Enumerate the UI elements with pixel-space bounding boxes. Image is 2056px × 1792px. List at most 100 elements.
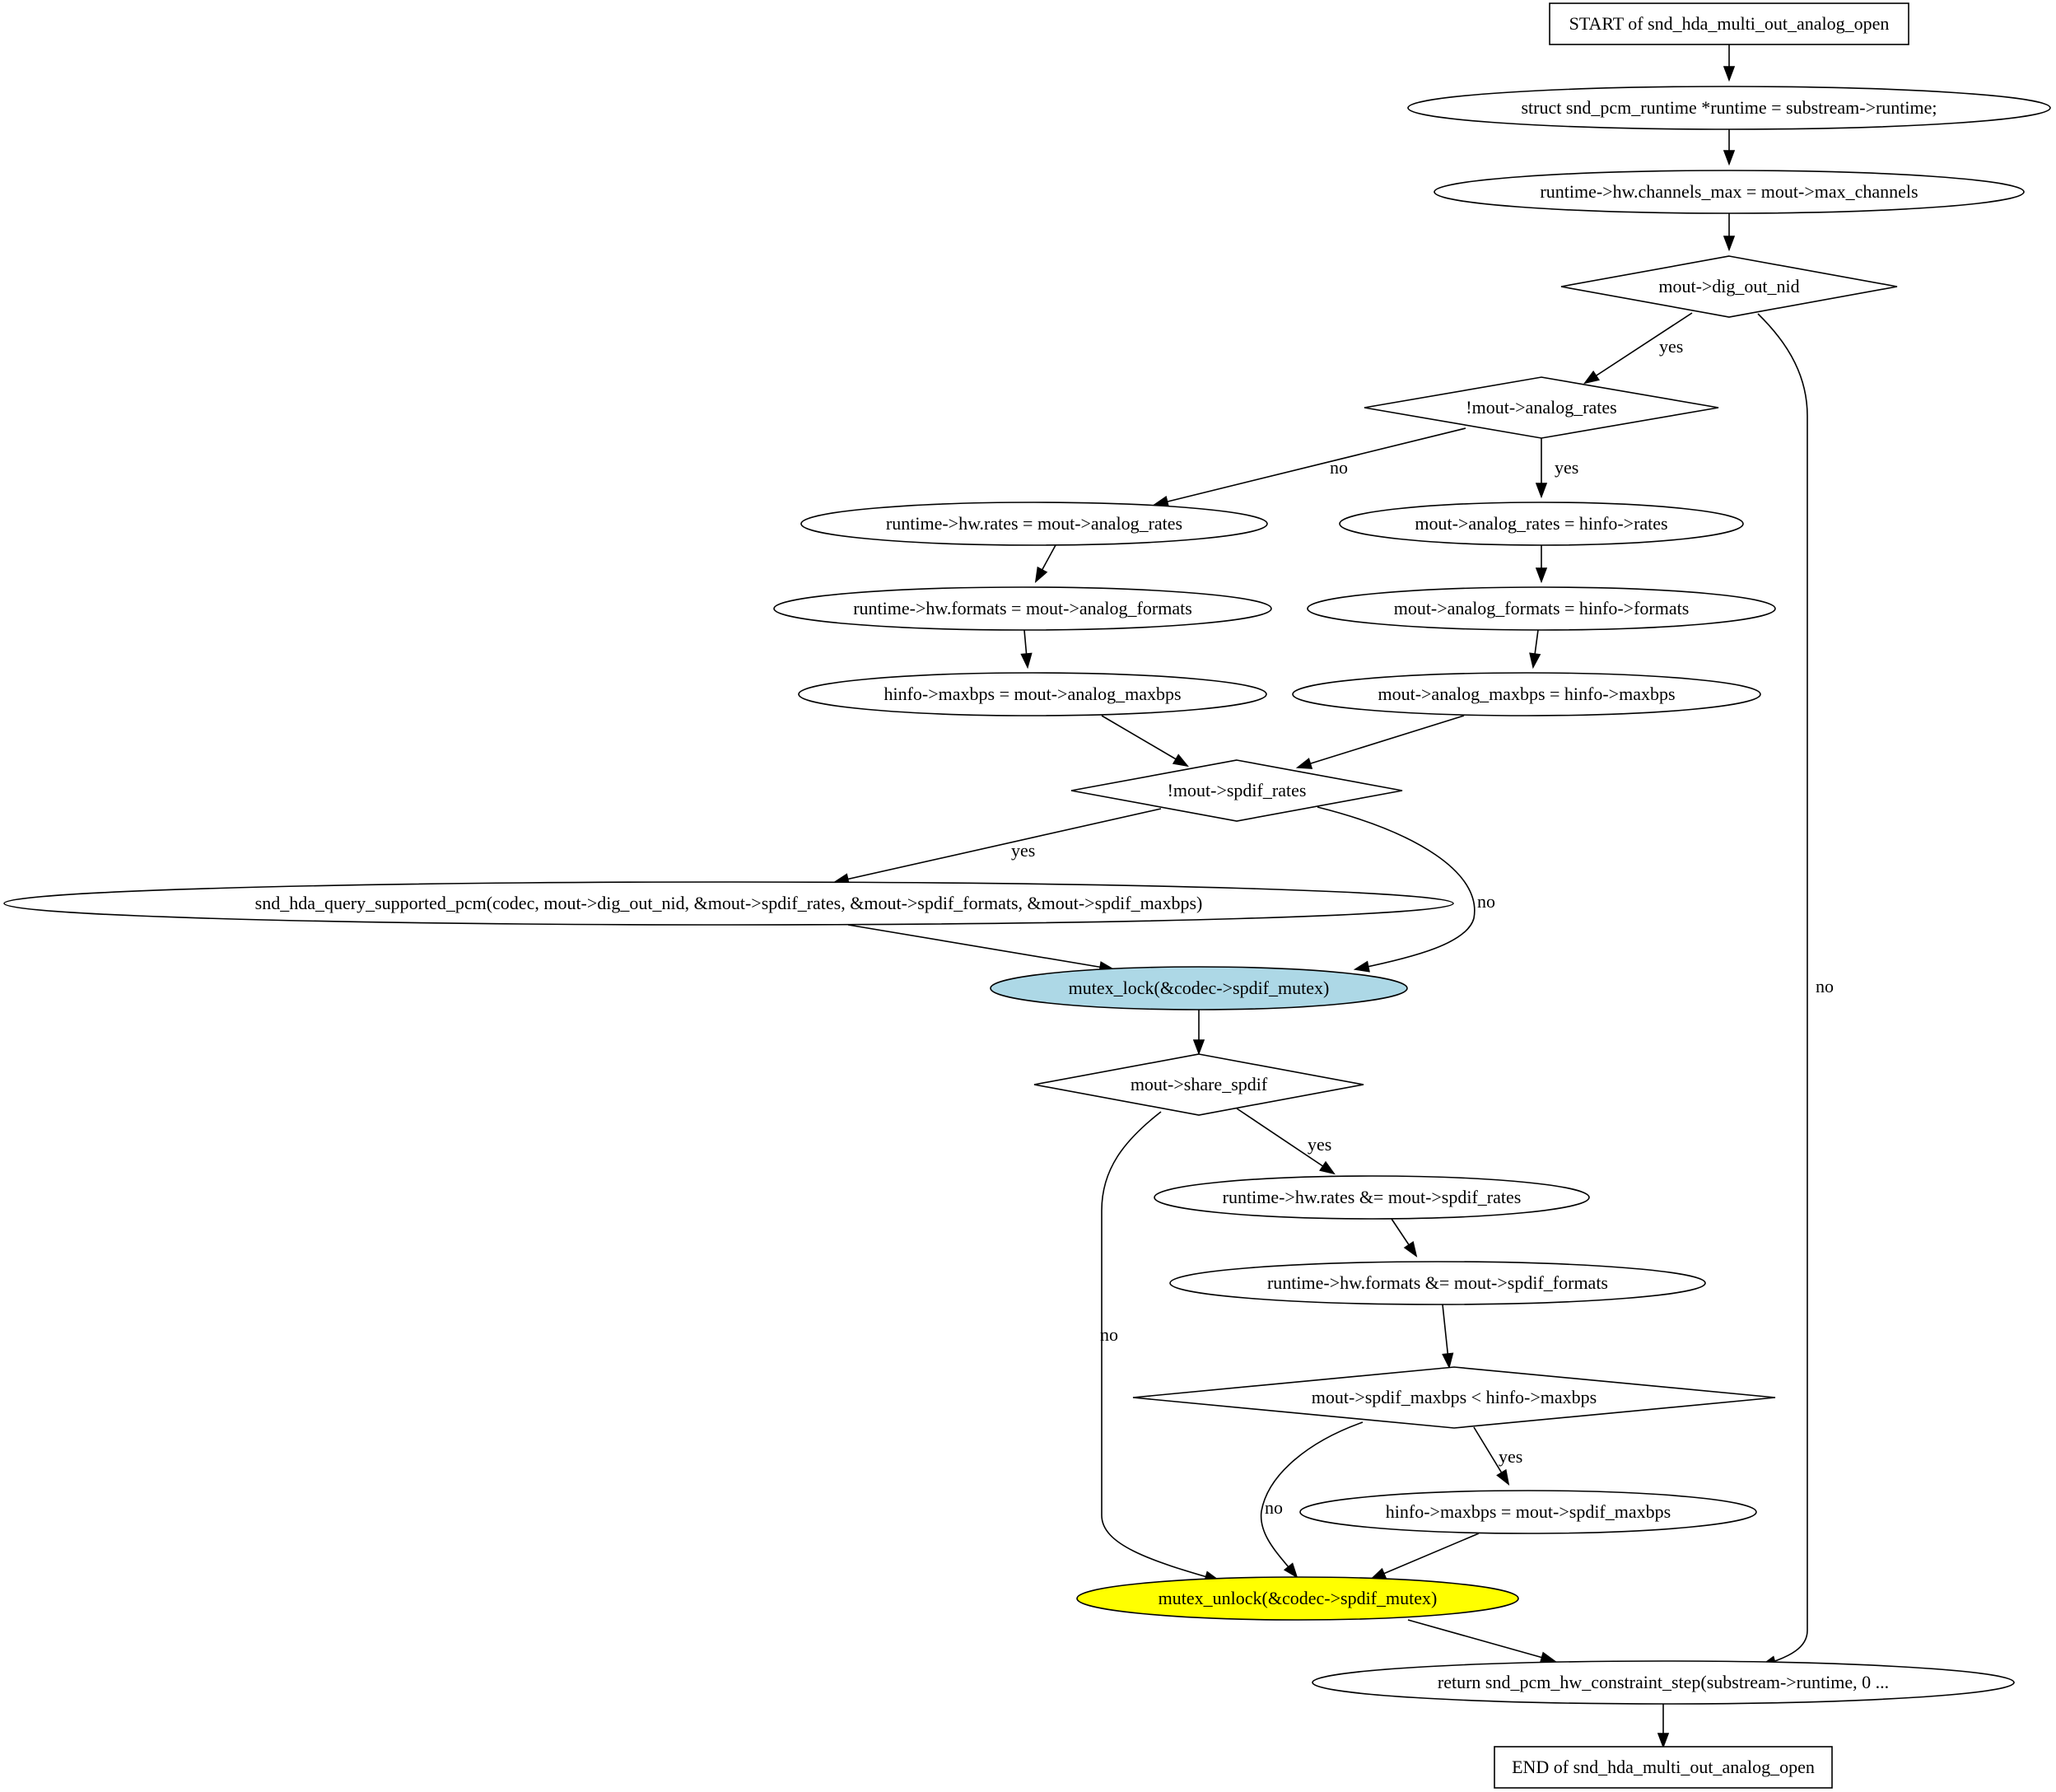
node-label: START of snd_hda_multi_out_analog_open <box>1569 13 1890 34</box>
edge-setmax-to-spdifrates <box>1295 715 1465 769</box>
ellipse-shape <box>990 966 1408 1010</box>
ellipse-shape <box>1312 1660 2015 1705</box>
arrowhead <box>1319 1160 1336 1175</box>
edge-andrates-to-andformats <box>1391 1218 1418 1258</box>
arrowhead <box>1403 1241 1418 1258</box>
node-spdifrates: !mout->spdif_rates <box>1070 759 1403 822</box>
edge-label-no: no <box>1330 457 1348 478</box>
edge-label-no: no <box>1100 1324 1118 1345</box>
node-label: runtime->hw.channels_max = mout->max_cha… <box>1540 181 1918 202</box>
arrowhead <box>1369 1567 1387 1580</box>
arrowhead <box>1583 370 1600 385</box>
edge-ret-to-end <box>1657 1704 1670 1749</box>
edge-line <box>1757 313 1808 1666</box>
node-share: mout->share_spdif <box>1033 1053 1364 1116</box>
node-label: mutex_lock(&codec->spdif_mutex) <box>1069 978 1330 998</box>
arrowhead <box>1353 960 1370 973</box>
edge-setspdifmax-to-unlock <box>1369 1533 1480 1580</box>
node-label: runtime->hw.rates &= mout->spdif_rates <box>1223 1187 1522 1207</box>
edge-anrates-to-hwrates: no <box>1152 427 1466 507</box>
node-anrates: !mout->analog_rates <box>1364 376 1719 439</box>
diamond-shape <box>1364 376 1719 439</box>
ellipse-shape <box>1169 1261 1706 1305</box>
edge-hinfomax-to-spdifrates <box>1101 715 1189 768</box>
arrowhead <box>1539 1651 1557 1664</box>
edge-line <box>834 808 1162 883</box>
edge-spdifrates-to-query: yes <box>832 808 1162 885</box>
arrowhead <box>1529 652 1541 670</box>
arrowhead <box>1723 150 1736 166</box>
node-ret: return snd_pcm_hw_constraint_step(substr… <box>1312 1660 2015 1705</box>
edge-line <box>1154 427 1466 506</box>
edge-runtime-to-chmax <box>1723 129 1736 166</box>
edge-andformats-to-cmpmax <box>1442 1304 1454 1370</box>
edge-start-to-runtime <box>1723 44 1736 82</box>
arrowhead <box>1283 1562 1298 1579</box>
edge-line <box>1584 312 1693 384</box>
node-start: START of snd_hda_multi_out_analog_open <box>1549 2 1909 45</box>
ellipse-shape <box>1292 672 1761 716</box>
node-label: !mout->analog_rates <box>1466 397 1616 418</box>
node-setmax: mout->analog_maxbps = hinfo->maxbps <box>1292 672 1761 716</box>
edge-query-to-lock <box>847 924 1116 973</box>
node-andformats: runtime->hw.formats &= mout->spdif_forma… <box>1169 1261 1706 1305</box>
edge-line <box>1317 806 1476 970</box>
node-label: mout->dig_out_nid <box>1658 276 1799 296</box>
edge-line <box>1297 715 1465 768</box>
arrowhead <box>1535 483 1548 499</box>
edge-line <box>1101 715 1188 767</box>
edge-line <box>1260 1421 1364 1578</box>
node-label: hinfo->maxbps = mout->analog_maxbps <box>883 684 1181 704</box>
edge-line <box>847 924 1114 970</box>
edge-dig-to-anrates: yes <box>1583 312 1693 385</box>
arrowhead <box>1020 652 1033 670</box>
node-label: mutex_unlock(&codec->spdif_mutex) <box>1159 1588 1438 1608</box>
node-label: hinfo->maxbps = mout->spdif_maxbps <box>1386 1501 1671 1522</box>
ellipse-shape <box>1299 1490 1757 1534</box>
edge-anrates-to-setrates: yes <box>1535 438 1578 499</box>
box-shape <box>1494 1746 1833 1789</box>
node-query: snd_hda_query_supported_pcm(codec, mout-… <box>3 881 1454 926</box>
node-chmax: runtime->hw.channels_max = mout->max_cha… <box>1434 170 2025 214</box>
node-label: return snd_pcm_hw_constraint_step(substr… <box>1438 1672 1889 1692</box>
box-shape <box>1549 2 1909 45</box>
ellipse-shape <box>1154 1175 1590 1220</box>
diamond-shape <box>1033 1053 1364 1116</box>
edge-line <box>1371 1533 1480 1580</box>
arrowhead <box>1172 754 1189 768</box>
node-label: mout->analog_formats = hinfo->formats <box>1394 598 1690 618</box>
ellipse-shape <box>1076 1576 1519 1621</box>
edge-setrates-to-setformats <box>1535 545 1548 584</box>
node-label: runtime->hw.formats = mout->analog_forma… <box>853 598 1192 618</box>
edge-line <box>1407 1619 1555 1662</box>
edge-label-yes: yes <box>1499 1446 1522 1467</box>
node-label: runtime->hw.rates = mout->analog_rates <box>886 513 1182 534</box>
arrowhead <box>1442 1352 1454 1370</box>
edge-label-yes: yes <box>1555 457 1578 478</box>
ellipse-shape <box>800 502 1268 546</box>
node-label: mout->spdif_maxbps < hinfo->maxbps <box>1312 1387 1597 1407</box>
node-end: END of snd_hda_multi_out_analog_open <box>1494 1746 1833 1789</box>
edge-line <box>1101 1111 1219 1581</box>
edge-spdifrates-to-lock: no <box>1317 806 1495 973</box>
node-andrates: runtime->hw.rates &= mout->spdif_rates <box>1154 1175 1590 1220</box>
edge-share-to-unlock: no <box>1100 1111 1221 1583</box>
ellipse-shape <box>1307 586 1776 631</box>
edge-label-yes: yes <box>1308 1134 1331 1155</box>
edge-share-to-andrates: yes <box>1236 1108 1336 1175</box>
edge-label-no: no <box>1816 976 1834 996</box>
edge-label-no: no <box>1265 1497 1283 1518</box>
edge-chmax-to-dig <box>1723 213 1736 252</box>
node-hwformats: runtime->hw.formats = mout->analog_forma… <box>773 586 1272 631</box>
ellipse-shape <box>798 672 1267 716</box>
edge-label-no: no <box>1477 891 1495 912</box>
node-label: struct snd_pcm_runtime *runtime = substr… <box>1521 97 1937 118</box>
ellipse-shape <box>773 586 1272 631</box>
node-runtime: struct snd_pcm_runtime *runtime = substr… <box>1407 86 2051 130</box>
arrowhead <box>1723 236 1736 252</box>
diamond-shape <box>1070 759 1403 822</box>
edge-dig-to-ret: no <box>1757 313 1834 1668</box>
node-setformats: mout->analog_formats = hinfo->formats <box>1307 586 1776 631</box>
edge-cmpmax-to-unlock: no <box>1260 1421 1364 1579</box>
node-dig: mout->dig_out_nid <box>1560 255 1898 318</box>
